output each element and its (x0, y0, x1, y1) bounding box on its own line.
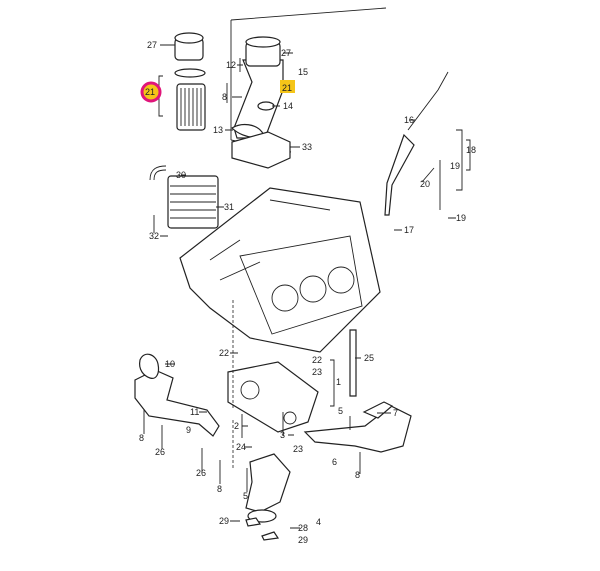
oil-filter-element[interactable] (176, 83, 206, 131)
callout[interactable]: 6 (332, 457, 337, 467)
gasket (231, 123, 264, 139)
callout[interactable]: 8 (139, 433, 144, 443)
callout[interactable]: 27 (147, 40, 157, 50)
callout[interactable]: 18 (466, 145, 476, 155)
callout[interactable]: 8 (217, 484, 222, 494)
oil-return-pipe[interactable] (134, 369, 220, 437)
callout[interactable]: 4 (316, 517, 321, 527)
callout-highlight (280, 80, 295, 93)
oil-pump[interactable] (227, 361, 319, 433)
callout[interactable]: 19 (456, 213, 466, 223)
callout[interactable]: 22 (312, 355, 322, 365)
selected-callout-marker[interactable] (140, 81, 162, 103)
mounting-flange[interactable] (231, 131, 291, 169)
callout[interactable]: 25 (364, 353, 374, 363)
callout[interactable]: 22 (219, 348, 229, 358)
callout[interactable]: 14 (283, 101, 293, 111)
bracket (330, 359, 335, 407)
callout[interactable]: 5 (338, 406, 343, 416)
oil-pickup-tube[interactable] (245, 453, 291, 523)
callout-labels: 27 12 27 15 21 21 8 14 13 33 16 18 19 20… (139, 40, 476, 545)
clip (245, 517, 262, 527)
callout[interactable]: 19 (450, 161, 460, 171)
callout[interactable]: 20 (420, 179, 430, 189)
callout[interactable]: 1 (336, 377, 341, 387)
dipstick-tube-rod (349, 329, 357, 397)
callout[interactable]: 32 (149, 231, 159, 241)
callout[interactable]: 23 (293, 444, 303, 454)
callout-selected[interactable]: 21 (145, 87, 155, 97)
callout[interactable]: 7 (393, 408, 398, 418)
callout[interactable]: 5 (243, 491, 248, 501)
callout[interactable]: 8 (222, 92, 227, 102)
oil-cooler[interactable] (149, 165, 219, 229)
callout[interactable]: 12 (226, 60, 236, 70)
dipstick-guide-tube[interactable] (384, 133, 415, 216)
callout[interactable]: 16 (404, 115, 414, 125)
callout[interactable]: 3 (280, 430, 285, 440)
gasket (139, 353, 160, 379)
oil-filter-housing[interactable] (233, 36, 284, 139)
seal (257, 101, 275, 111)
oil-filter-cap[interactable] (174, 32, 204, 61)
callout[interactable]: 17 (404, 225, 414, 235)
callout-highlighted[interactable]: 21 (282, 83, 292, 93)
callout[interactable]: 27 (281, 48, 291, 58)
callout[interactable]: 29 (298, 535, 308, 545)
callout[interactable]: 13 (213, 125, 223, 135)
callout[interactable]: 26 (155, 447, 165, 457)
o-ring[interactable] (174, 68, 206, 78)
callout[interactable]: 30 (176, 170, 186, 180)
engine-block (179, 187, 381, 353)
callout[interactable]: 33 (302, 142, 312, 152)
callout[interactable]: 23 (312, 367, 322, 377)
callout[interactable]: 31 (224, 202, 234, 212)
callout[interactable]: 24 (236, 442, 246, 452)
gasket (362, 401, 394, 419)
callout[interactable]: 26 (196, 468, 206, 478)
callout[interactable]: 2 (234, 421, 239, 431)
callout[interactable]: 8 (355, 470, 360, 480)
callout[interactable]: 29 (219, 516, 229, 526)
dipstick[interactable] (407, 71, 449, 131)
callout[interactable]: 10 (165, 359, 175, 369)
clip (261, 531, 280, 541)
callout[interactable]: 9 (186, 425, 191, 435)
callout[interactable]: 11 (190, 407, 199, 417)
callout[interactable]: 15 (298, 67, 308, 77)
callout[interactable]: 28 (298, 523, 308, 533)
oil-pipe[interactable] (303, 405, 412, 453)
